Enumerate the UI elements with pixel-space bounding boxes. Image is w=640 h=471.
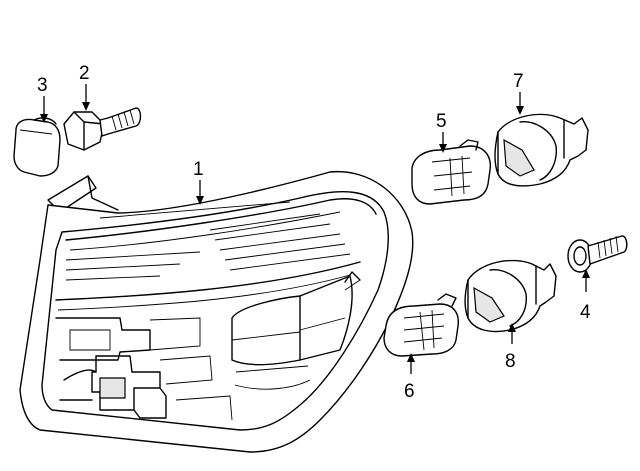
callout-6: 6 [404, 381, 415, 402]
callout-2: 2 [79, 63, 90, 84]
cap-part [13, 117, 61, 177]
callout-8: 8 [505, 351, 516, 372]
callout-labels: 1 2 3 4 5 6 7 8 [37, 63, 591, 402]
socket-lower-part [464, 259, 557, 333]
callout-1: 1 [193, 159, 204, 180]
bulb-upper-part [411, 139, 491, 205]
screw-part [567, 235, 628, 273]
tail-lamp-assembly [19, 170, 414, 453]
callout-3: 3 [37, 75, 48, 96]
callout-4: 4 [580, 302, 591, 323]
callout-7: 7 [513, 71, 524, 92]
callout-5: 5 [436, 111, 447, 132]
callout-arrows [40, 84, 590, 374]
socket-upper-part [494, 113, 589, 187]
bulb-lower-part [383, 293, 459, 357]
bolt-part [63, 107, 142, 151]
